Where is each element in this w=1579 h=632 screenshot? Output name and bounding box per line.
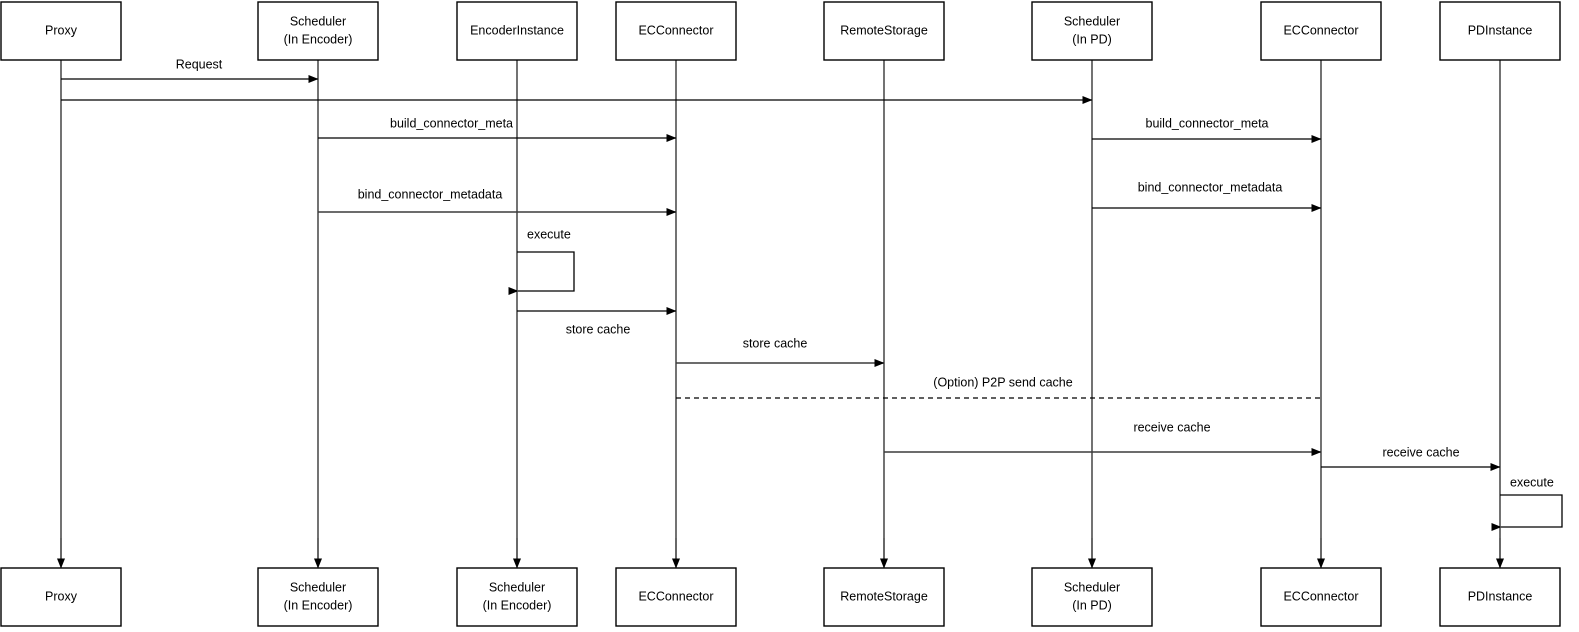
- participant-name: RemoteStorage: [840, 23, 928, 37]
- message-label-m1: Request: [176, 57, 223, 71]
- participant-box-top-sched_pd[interactable]: Scheduler (In PD): [1031, 1, 1153, 61]
- participant-box-bottom-enc_inst[interactable]: Scheduler (In Encoder): [456, 567, 578, 627]
- message-label-m8: store cache: [743, 336, 808, 350]
- participant-box-rect: [1439, 567, 1561, 627]
- participant-box-rect: [1260, 1, 1382, 61]
- participant-box-top-ecc_left[interactable]: ECConnector: [615, 1, 737, 61]
- participant-name: Scheduler: [1064, 14, 1120, 28]
- participant-box-rect: [1439, 1, 1561, 61]
- participant-box-rect: [615, 567, 737, 627]
- participant-name: ECConnector: [1283, 589, 1358, 603]
- participant-box-bottom-ecc_right[interactable]: ECConnector: [1260, 567, 1382, 627]
- self-call-label-s1: execute: [527, 227, 571, 241]
- participant-box-top-enc_inst[interactable]: EncoderInstance: [456, 1, 578, 61]
- message-label-m11: receive cache: [1382, 445, 1459, 459]
- lifelines-group: [60, 60, 1501, 568]
- participant-name: PDInstance: [1468, 589, 1533, 603]
- message-label-m9: (Option) P2P send cache: [933, 375, 1072, 389]
- participant-box-bottom-remote[interactable]: RemoteStorage: [823, 567, 945, 627]
- participant-box-rect: [823, 567, 945, 627]
- messages-group: Request build_connector_meta build_connect…: [61, 57, 1501, 471]
- participant-box-bottom-proxy[interactable]: Proxy: [0, 567, 122, 627]
- participant-box-rect: [1260, 567, 1382, 627]
- participant-name: EncoderInstance: [470, 23, 564, 37]
- message-label-m4: build_connector_meta: [1146, 116, 1269, 130]
- participant-name: Scheduler: [489, 580, 545, 594]
- participant-name: Proxy: [45, 23, 78, 37]
- participant-box-bottom-sched_enc[interactable]: Scheduler (In Encoder): [257, 567, 379, 627]
- participant-box-bottom-sched_pd[interactable]: Scheduler (In PD): [1031, 567, 1153, 627]
- participant-box-top-sched_enc[interactable]: Scheduler (In Encoder): [257, 1, 379, 61]
- participant-box-rect: [257, 1, 379, 61]
- participant-name: RemoteStorage: [840, 589, 928, 603]
- participant-name: Scheduler: [290, 14, 346, 28]
- participant-qualifier: (In PD): [1072, 32, 1112, 46]
- participant-box-rect: [1031, 567, 1153, 627]
- participant-box-rect: [257, 567, 379, 627]
- participant-box-rect: [0, 567, 122, 627]
- participant-box-bottom-pd_inst[interactable]: PDInstance: [1439, 567, 1561, 627]
- participant-qualifier: (In Encoder): [284, 598, 353, 612]
- participant-name: Scheduler: [1064, 580, 1120, 594]
- self-calls-group: execute execute: [508, 227, 1563, 531]
- message-label-m6: bind_connector_metadata: [1138, 180, 1283, 194]
- participant-box-rect: [456, 1, 578, 61]
- participant-box-rect: [0, 1, 122, 61]
- participant-qualifier: (In PD): [1072, 598, 1112, 612]
- participant-box-bottom-ecc_left[interactable]: ECConnector: [615, 567, 737, 627]
- self-call-label-s2: execute: [1510, 475, 1554, 489]
- self-call-s2: [1491, 494, 1563, 531]
- participant-qualifier: (In Encoder): [284, 32, 353, 46]
- participant-box-top-proxy[interactable]: Proxy: [0, 1, 122, 61]
- participant-name: ECConnector: [638, 23, 713, 37]
- participant-name: Proxy: [45, 589, 78, 603]
- participant-name: ECConnector: [1283, 23, 1358, 37]
- message-label-m7: store cache: [566, 322, 631, 336]
- participant-box-top-remote[interactable]: RemoteStorage: [823, 1, 945, 61]
- participant-box-top-pd_inst[interactable]: PDInstance: [1439, 1, 1561, 61]
- participant-box-top-ecc_right[interactable]: ECConnector: [1260, 1, 1382, 61]
- message-label-m5: bind_connector_metadata: [358, 187, 503, 201]
- participant-box-rect: [823, 1, 945, 61]
- participant-box-rect: [615, 1, 737, 61]
- participant-qualifier: (In Encoder): [483, 598, 552, 612]
- participant-name: Scheduler: [290, 580, 346, 594]
- participant-box-rect: [1031, 1, 1153, 61]
- self-call-s1: [508, 251, 575, 295]
- message-label-m3: build_connector_meta: [390, 116, 513, 130]
- participant-name: PDInstance: [1468, 23, 1533, 37]
- message-label-m10: receive cache: [1133, 420, 1210, 434]
- participant-name: ECConnector: [638, 589, 713, 603]
- participant-box-rect: [456, 567, 578, 627]
